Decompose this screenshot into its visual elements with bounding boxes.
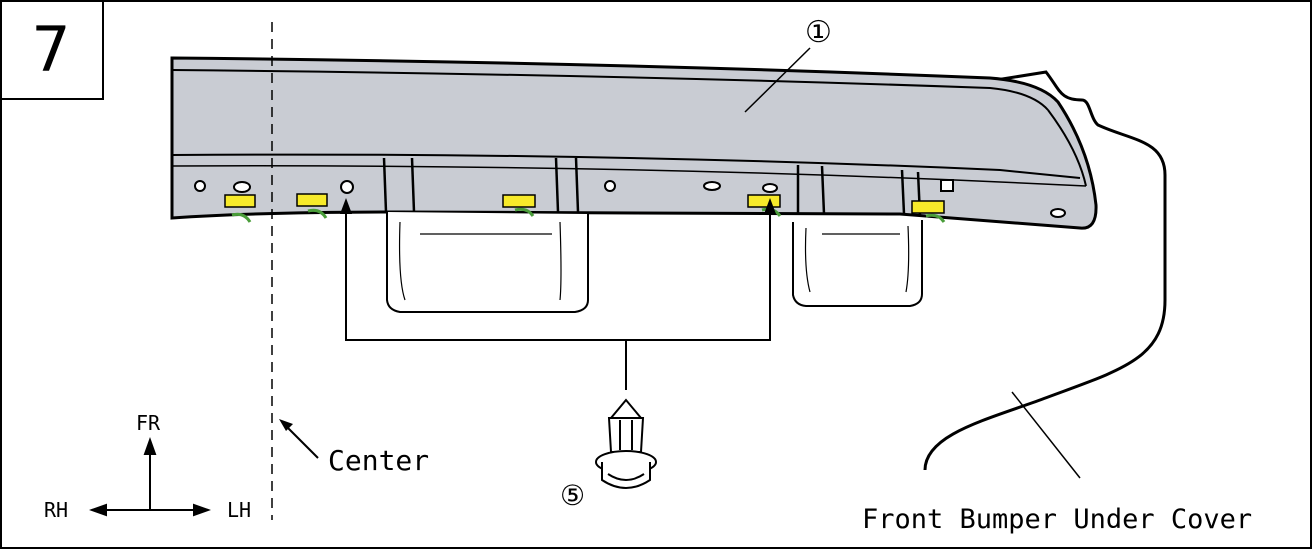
tape-3: [502, 194, 536, 217]
tape-2: [296, 193, 328, 219]
clip-leader: [345, 214, 771, 390]
tape-pieces: [224, 193, 946, 223]
center-pointer: [285, 425, 319, 459]
left-hand-label: LH: [227, 498, 251, 522]
direction-indicator: [89, 437, 211, 517]
clip-callout: ⑤: [560, 479, 585, 512]
panel-top-edge: [171, 69, 1049, 111]
arrowhead-right: [764, 198, 776, 214]
bracket-right: [792, 220, 923, 307]
front-label: FR: [136, 411, 161, 435]
clip-icon: [595, 398, 657, 489]
part-1-callout: ①: [805, 15, 832, 50]
center-pointer-head: [279, 419, 293, 431]
tape-5: [911, 200, 946, 223]
center-label: Center: [328, 444, 429, 477]
under-cover-label: Front Bumper Under Cover: [862, 504, 1252, 535]
panel-side-edge: [1047, 109, 1087, 187]
part-1-leader: [744, 47, 811, 113]
panel-flange-edge: [171, 165, 1087, 187]
panel-lower-edge: [171, 153, 1081, 179]
step-number: 7: [31, 12, 71, 86]
seal-panel: [170, 56, 1098, 230]
step-number-box: 7: [0, 0, 104, 100]
bracket-left: [386, 212, 589, 313]
tape-1: [224, 194, 256, 223]
right-hand-label: RH: [44, 498, 68, 522]
panel-holes: [194, 179, 1066, 218]
arrowhead-left: [340, 198, 352, 214]
under-cover-leader: [1011, 391, 1081, 479]
panel-ribs: [382, 157, 922, 217]
under-cover-outline: [923, 70, 1167, 471]
